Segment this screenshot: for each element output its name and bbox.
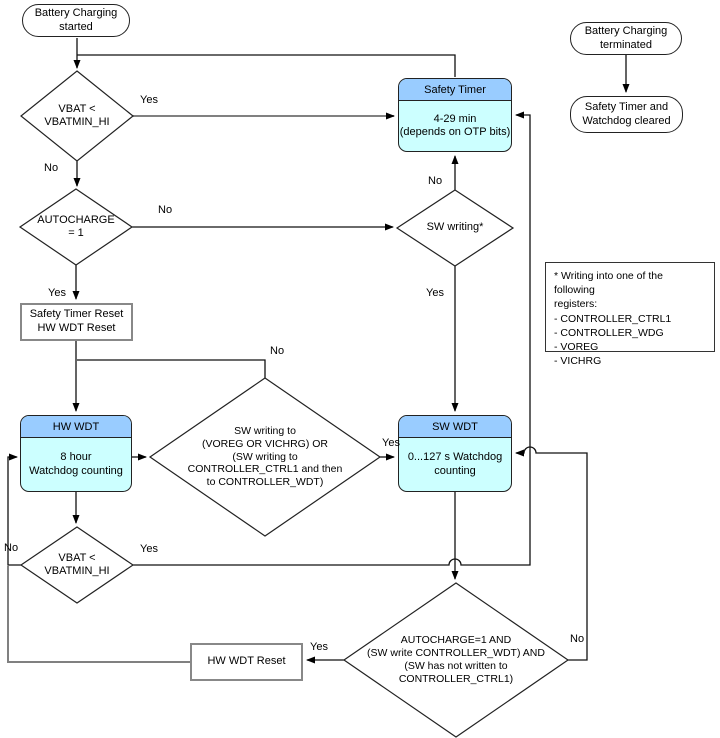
label-autocharge-wdt-no: No (570, 633, 585, 645)
sw-wdt-header: SW WDT (399, 416, 511, 438)
label-sw-writing-yes: Yes (426, 287, 444, 299)
edge-write-check-no (77, 359, 266, 378)
start-terminal: Battery Charging started (22, 4, 130, 37)
sw-writing-diamond-label: SW writing* (426, 221, 484, 234)
label-write-check-yes: Yes (382, 437, 400, 449)
terminated-terminal: Battery Charging terminated (570, 22, 682, 55)
label-vbat-top-yes: Yes (140, 94, 158, 106)
label-autocharge-no: No (158, 204, 173, 216)
autocharge-wdt-diamond-label: AUTOCHARGE=1 AND (SW write CONTROLLER_WD… (367, 634, 545, 685)
label-autocharge-yes: Yes (48, 287, 66, 299)
vbat-top-diamond (20, 70, 134, 162)
register-note-box: * Writing into one of the following regi… (545, 262, 715, 367)
hw-wdt-box: HW WDT 8 hour Watchdog counting (20, 415, 132, 492)
label-vbat-bottom-no: No (4, 542, 19, 554)
label-vbat-bottom-yes: Yes (140, 543, 158, 555)
safety-timer-reset-box: Safety Timer Reset HW WDT Reset (20, 303, 133, 341)
safety-timer-body: 4-29 min (depends on OTP bits) (399, 112, 511, 138)
safety-timer-box: Safety Timer 4-29 min (depends on OTP bi… (398, 78, 512, 152)
edge-autocharge-wdt-no (515, 446, 588, 661)
label-sw-writing-no: No (428, 175, 443, 187)
autocharge-wdt-diamond (342, 582, 570, 738)
sw-wdt-body: 0...127 s Watchdog counting (407, 451, 503, 477)
edge-vbat-bottom-yes (133, 111, 531, 566)
label-write-check-no: No (270, 345, 285, 357)
vbat-bottom-diamond-label: VBAT < VBATMIN_HI (44, 551, 110, 577)
hw-wdt-reset-box: HW WDT Reset (190, 643, 303, 681)
label-autocharge-wdt-yes: Yes (310, 641, 328, 653)
edge-vbat-bottom-no (7, 453, 21, 566)
safety-timer-header: Safety Timer (399, 79, 511, 101)
edge-hwwdt-reset-return (7, 566, 190, 663)
hw-wdt-body: 8 hour Watchdog counting (29, 451, 123, 477)
sw-writing-diamond (395, 189, 515, 267)
edge-start-to-safety-timer (77, 54, 456, 77)
label-vbat-top-no: No (44, 162, 59, 174)
write-check-diamond-label: SW writing to (VOREG OR VICHRG) OR (SW w… (187, 425, 343, 489)
write-check-diamond (148, 377, 382, 537)
vbat-bottom-diamond (19, 526, 135, 604)
sw-wdt-box: SW WDT 0...127 s Watchdog counting (398, 415, 512, 492)
autocharge-diamond (18, 188, 134, 266)
cleared-terminal: Safety Timer and Watchdog cleared (570, 96, 683, 133)
autocharge-diamond-label: AUTOCHARGE = 1 (37, 213, 115, 239)
hw-wdt-header: HW WDT (21, 416, 131, 438)
vbat-top-diamond-label: VBAT < VBATMIN_HI (44, 102, 110, 128)
